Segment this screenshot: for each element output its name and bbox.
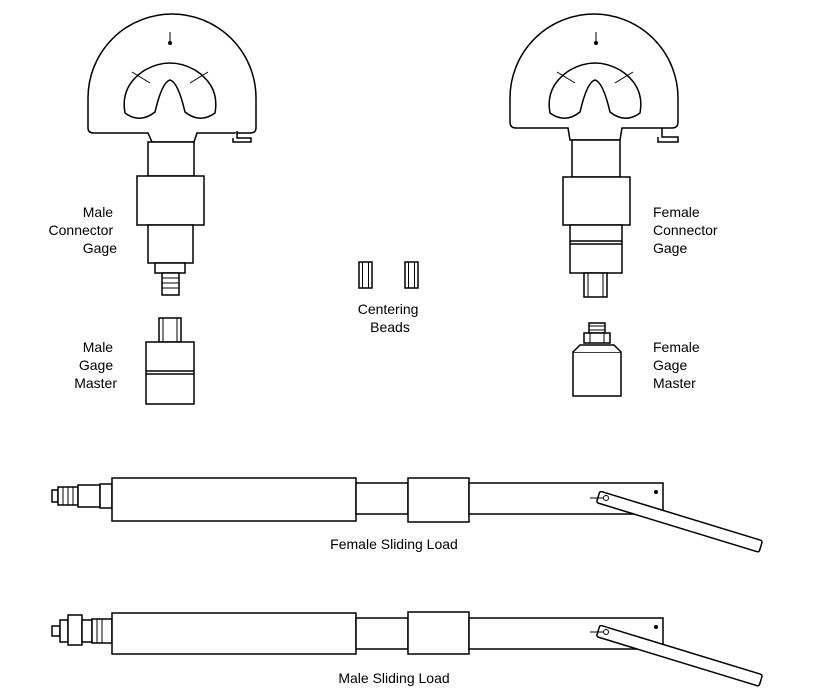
female-sliding-load [51,477,763,553]
gage-dial-window [548,62,642,119]
gage-lock-tab [232,131,252,143]
male-gage-master [145,317,195,405]
slide-handle [596,624,763,687]
male-connector-gage-label: Male Connector Gage [49,204,118,256]
female-gage-master [572,322,622,397]
male-sliding-load [51,611,763,687]
female-connector-gage-label: Female Connector Gage [653,204,721,256]
centering-beads [358,261,419,289]
male-connector-gage [87,13,257,296]
female-sliding-load-label: Female Sliding Load [330,536,458,552]
load-body [111,477,357,522]
gage-sleeve [136,175,205,226]
load-slider [407,611,470,655]
female-gage-master-label: Female Gage Master [653,339,704,391]
gage-lock-tab [657,128,679,143]
female-connector-gage [509,13,679,298]
gage-dial-window [123,62,217,119]
load-body [111,612,357,655]
centering-beads-label: Centering Beads [358,301,423,335]
gage-sleeve [562,176,631,226]
male-sliding-load-label: Male Sliding Load [338,670,449,686]
slide-handle [596,490,763,553]
load-slider [407,477,470,523]
male-gage-master-label: Male Gage Master [74,339,117,391]
